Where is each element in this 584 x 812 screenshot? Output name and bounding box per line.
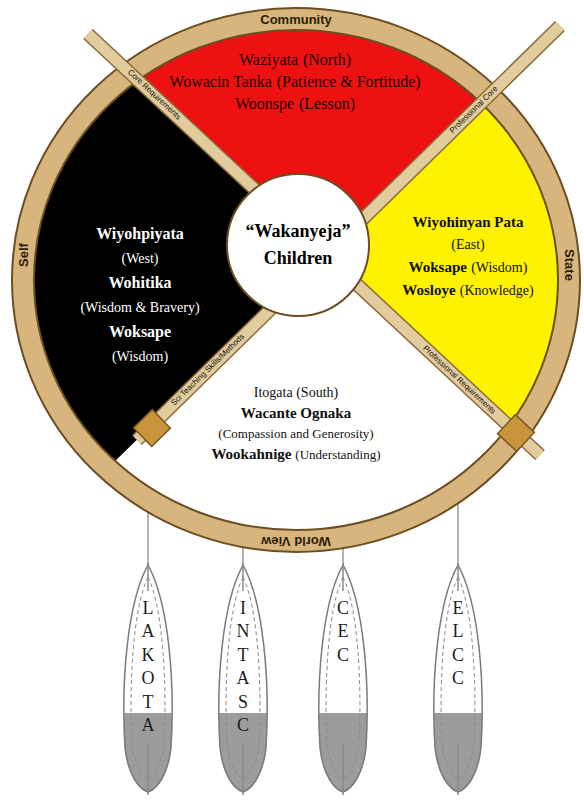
feather-outline <box>312 563 374 795</box>
text-line: Wiyohpiyata <box>58 222 222 246</box>
term: Wohitika <box>108 274 171 291</box>
text-stack: Wiyohinyan Pata (East) Woksape (Wisdom) Wosl… <box>388 210 548 302</box>
text-line: Children <box>228 245 368 272</box>
term: “Wakanyeja” <box>245 221 350 241</box>
feather-quill <box>457 563 459 591</box>
term: (Compassion and Generosity) <box>218 426 373 441</box>
term: Children <box>264 248 333 268</box>
text-line: Wowacin Tanka (Patience & Fortitude) <box>140 71 450 93</box>
text-stack: Wiyohpiyata (West) Wohitika (Wisdom & Brave… <box>58 220 222 370</box>
text-stack: “Wakanyeja” Children <box>228 175 368 315</box>
term: (West) <box>122 251 159 266</box>
south-quadrant: Itogata (South) Wacante Ognaka (Compassion… <box>170 380 422 466</box>
stick-wrap <box>134 410 171 447</box>
west-sector <box>0 0 326 674</box>
text-stack: Itogata (South) Wacante Ognaka (Compassion… <box>170 380 422 466</box>
feather-letters: CEC <box>334 597 352 667</box>
text-line: Woonspe (Lesson) <box>140 93 450 115</box>
feather: ELCC <box>427 563 489 795</box>
ring-label: World View <box>261 535 331 548</box>
term: Wowacin Tanka <box>169 73 272 90</box>
text-line: Itogata (South) <box>170 382 422 403</box>
feather-string <box>457 501 459 566</box>
term: (East) <box>451 237 484 252</box>
east-quadrant: Wiyohinyan Pata (East) Woksape (Wisdom) Wosl… <box>388 210 548 302</box>
feather-quill <box>342 563 344 591</box>
text-stack: Waziyata (North) Wowacin Tanka (Patience & … <box>140 46 450 118</box>
center-circle: “Wakanyeja” Children <box>226 173 370 317</box>
west-quadrant: Wiyohpiyata (West) Wohitika (Wisdom & Brave… <box>58 220 222 370</box>
feather-string <box>147 510 149 566</box>
term: Wiyohpiyata <box>96 225 184 242</box>
text-line: Woksape <box>58 320 222 344</box>
text-line: Wacante Ognaka <box>170 403 422 423</box>
stick <box>88 34 540 455</box>
term: (Wisdom) <box>112 349 168 364</box>
inner-ring-edge <box>34 30 558 530</box>
feather: INTASC <box>212 563 274 795</box>
feather-quill <box>147 743 149 795</box>
wheel-ring: CommunityStateWorld View Self Waziyata (Nor… <box>0 0 584 556</box>
stick <box>137 26 560 440</box>
ring-label: Community <box>260 13 332 26</box>
term: Wosloye <box>402 282 455 298</box>
text-line: “Wakanyeja” <box>228 218 368 245</box>
text-line: (Wisdom) <box>58 344 222 369</box>
text-line: Wiyohinyan Pata <box>388 211 548 233</box>
gloss: (Knowledge) <box>460 283 534 298</box>
feather-quill <box>457 743 459 795</box>
north-quadrant: Waziyata (North) Wowacin Tanka (Patience & … <box>140 46 450 118</box>
gloss: (North) <box>303 51 351 68</box>
text-line: (Compassion and Generosity) <box>170 423 422 444</box>
text-line: Waziyata (North) <box>140 49 450 71</box>
term: (Wisdom & Bravery) <box>80 300 199 315</box>
gloss: (Wisdom) <box>471 260 527 275</box>
ring-label: Self <box>17 243 30 267</box>
text-line: Woksape (Wisdom) <box>388 256 548 279</box>
feather-quill <box>242 563 244 591</box>
gloss: (Understanding) <box>295 447 380 462</box>
text-line: (West) <box>58 246 222 271</box>
feather-letters: LAKOTA <box>139 597 157 737</box>
term: Woonspe <box>235 95 294 112</box>
feather-letters: INTASC <box>234 597 252 737</box>
ring-label: State <box>563 249 576 281</box>
feather: CEC <box>312 563 374 795</box>
quadrants <box>0 0 584 674</box>
text-line: Wosloye (Knowledge) <box>388 279 548 302</box>
feather-quill <box>242 743 244 795</box>
term: Wacante Ognaka <box>241 405 351 421</box>
term: Wiyohinyan Pata <box>413 214 524 230</box>
stick-wrap <box>498 415 535 452</box>
feather: LAKOTA <box>117 563 179 795</box>
term: Wookahnige <box>211 446 291 462</box>
stick-edge <box>88 34 540 455</box>
gloss: (Lesson) <box>299 95 355 112</box>
stick-edge <box>137 26 560 440</box>
term: Waziyata <box>239 51 298 68</box>
text-line: Wohitika <box>58 271 222 295</box>
text-line: Wookahnige (Understanding) <box>170 444 422 465</box>
feather-letters: ELCC <box>449 597 467 691</box>
gloss: (Patience & Fortitude) <box>277 73 421 90</box>
crossed-sticks <box>88 26 560 455</box>
term: Itogata (South) <box>254 385 338 400</box>
feather-quill <box>342 743 344 795</box>
term: Woksape <box>109 323 171 340</box>
term: Woksape <box>409 259 467 275</box>
text-line: (East) <box>388 233 548 256</box>
text-line: (Wisdom & Bravery) <box>58 295 222 320</box>
feather-quill <box>147 563 149 591</box>
